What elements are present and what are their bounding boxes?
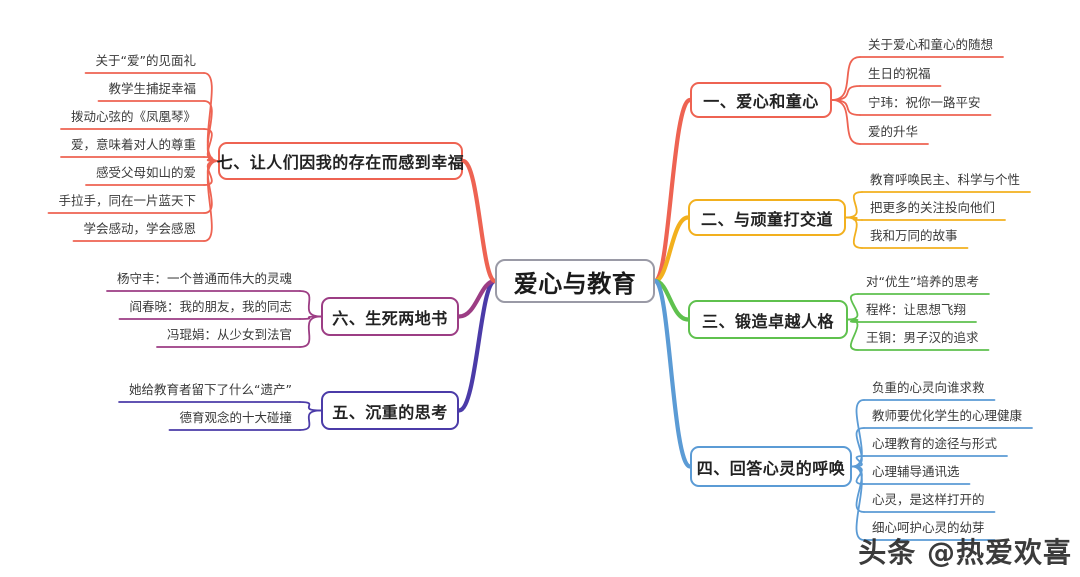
leaf-node[interactable]: 阎春晓：我的朋友，我的同志 xyxy=(129,299,292,314)
leaf-node[interactable]: 心理辅导通讯选 xyxy=(872,464,960,479)
branch-node-7[interactable]: 七、让人们因我的存在而感到幸福 xyxy=(216,142,465,180)
branch-node-label: 三、锻造卓越人格 xyxy=(701,311,834,331)
leaf-node[interactable]: 关于爱心和童心的随想 xyxy=(868,37,994,52)
branch-node-1[interactable]: 一、爱心和童心 xyxy=(690,82,832,118)
leaf-node[interactable]: 手拉手，同在一片蓝天下 xyxy=(58,193,196,208)
leaf-node[interactable]: 我和万同的故事 xyxy=(870,228,958,243)
leaf-node[interactable]: 宁玮：祝你一路平安 xyxy=(868,95,981,110)
leaf-node[interactable]: 冯琨娟：从少女到法官 xyxy=(166,327,292,342)
branch-node-label: 六、生死两地书 xyxy=(332,308,448,328)
branch-node-5[interactable]: 五、沉重的思考 xyxy=(321,391,459,430)
branch-node-label: 五、沉重的思考 xyxy=(332,402,448,422)
leaf-node[interactable]: 感受父母如山的爱 xyxy=(95,165,196,180)
root-node[interactable]: 爱心与教育 xyxy=(495,259,655,303)
leaf-node[interactable]: 教育呼唤民主、科学与个性 xyxy=(870,172,1021,187)
leaf-node[interactable]: 细心呵护心灵的幼芽 xyxy=(872,520,985,535)
leaf-node[interactable]: 杨守丰：一个普通而伟大的灵魂 xyxy=(116,271,292,286)
branch-node-3[interactable]: 三、锻造卓越人格 xyxy=(688,300,848,339)
branch-node-label: 一、爱心和童心 xyxy=(703,92,819,111)
leaf-node[interactable]: 心灵，是这样打开的 xyxy=(872,492,985,507)
leaf-node[interactable]: 程桦：让思想飞翔 xyxy=(866,302,967,317)
leaf-node[interactable]: 生日的祝福 xyxy=(868,66,931,81)
leaf-node[interactable]: 教师要优化学生的心理健康 xyxy=(872,408,1023,423)
branch-node-label: 二、与顽童打交道 xyxy=(700,209,833,229)
leaf-node[interactable]: 她给教育者留下了什么“遗产” xyxy=(129,382,292,397)
leaf-node[interactable]: 负重的心灵向谁求救 xyxy=(872,380,985,395)
watermark: 头条 @热爱欢喜 xyxy=(858,536,1072,569)
leaf-node[interactable]: 关于“爱”的见面礼 xyxy=(95,53,196,68)
leaf-node[interactable]: 教学生捕捉幸福 xyxy=(108,81,196,96)
leaf-node[interactable]: 心理教育的途径与形式 xyxy=(872,436,998,451)
leaf-node[interactable]: 把更多的关注投向他们 xyxy=(870,200,996,215)
branch-node-label: 七、让人们因我的存在而感到幸福 xyxy=(216,153,465,172)
root-node-label: 爱心与教育 xyxy=(513,269,637,298)
leaf-node[interactable]: 学会感动，学会感恩 xyxy=(83,221,196,236)
branch-node-2[interactable]: 二、与顽童打交道 xyxy=(688,199,846,236)
branch-node-label: 四、回答心灵的呼唤 xyxy=(696,458,846,478)
leaf-node[interactable]: 王铜：男子汉的追求 xyxy=(866,330,979,345)
branch-node-6[interactable]: 六、生死两地书 xyxy=(321,297,459,336)
leaf-node[interactable]: 爱，意味着对人的尊重 xyxy=(70,137,196,152)
branch-node-4[interactable]: 四、回答心灵的呼唤 xyxy=(690,446,852,487)
leaf-node[interactable]: 对“优生”培养的思考 xyxy=(866,274,979,289)
leaf-node[interactable]: 爱的升华 xyxy=(868,124,919,139)
leaf-node[interactable]: 德育观念的十大碰撞 xyxy=(179,410,292,425)
leaf-node[interactable]: 拨动心弦的《凤凰琴》 xyxy=(70,109,196,124)
